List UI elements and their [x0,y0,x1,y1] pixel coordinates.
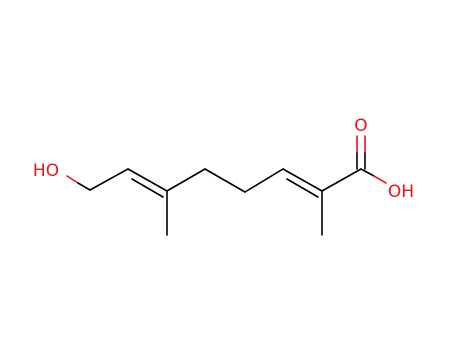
carbonyl-oxygen-label: O [354,116,367,136]
bond-c1-c2 [89,168,129,191]
acid-hydroxyl-label: OH [388,182,414,202]
bond-c2-c3 [127,168,168,192]
bond-c8-oh-black [360,168,375,177]
bond-o-c1-red [66,175,79,184]
bond-c8-oh-red [373,175,387,184]
bond-c6-c7 [282,168,323,192]
carbon-skeleton [89,168,362,236]
bond-c3-c4 [166,168,206,192]
bond-c2-c3-inner [131,178,164,198]
bond-o-c1-black [77,182,91,191]
hydroxyl-label: HO [33,161,59,181]
oxygen-bonds [66,135,387,191]
bond-c5-c6 [244,168,284,193]
bond-c7-c8 [321,168,362,192]
bond-c6-c7-inner [286,178,319,198]
bond-c4-c5 [204,168,246,193]
